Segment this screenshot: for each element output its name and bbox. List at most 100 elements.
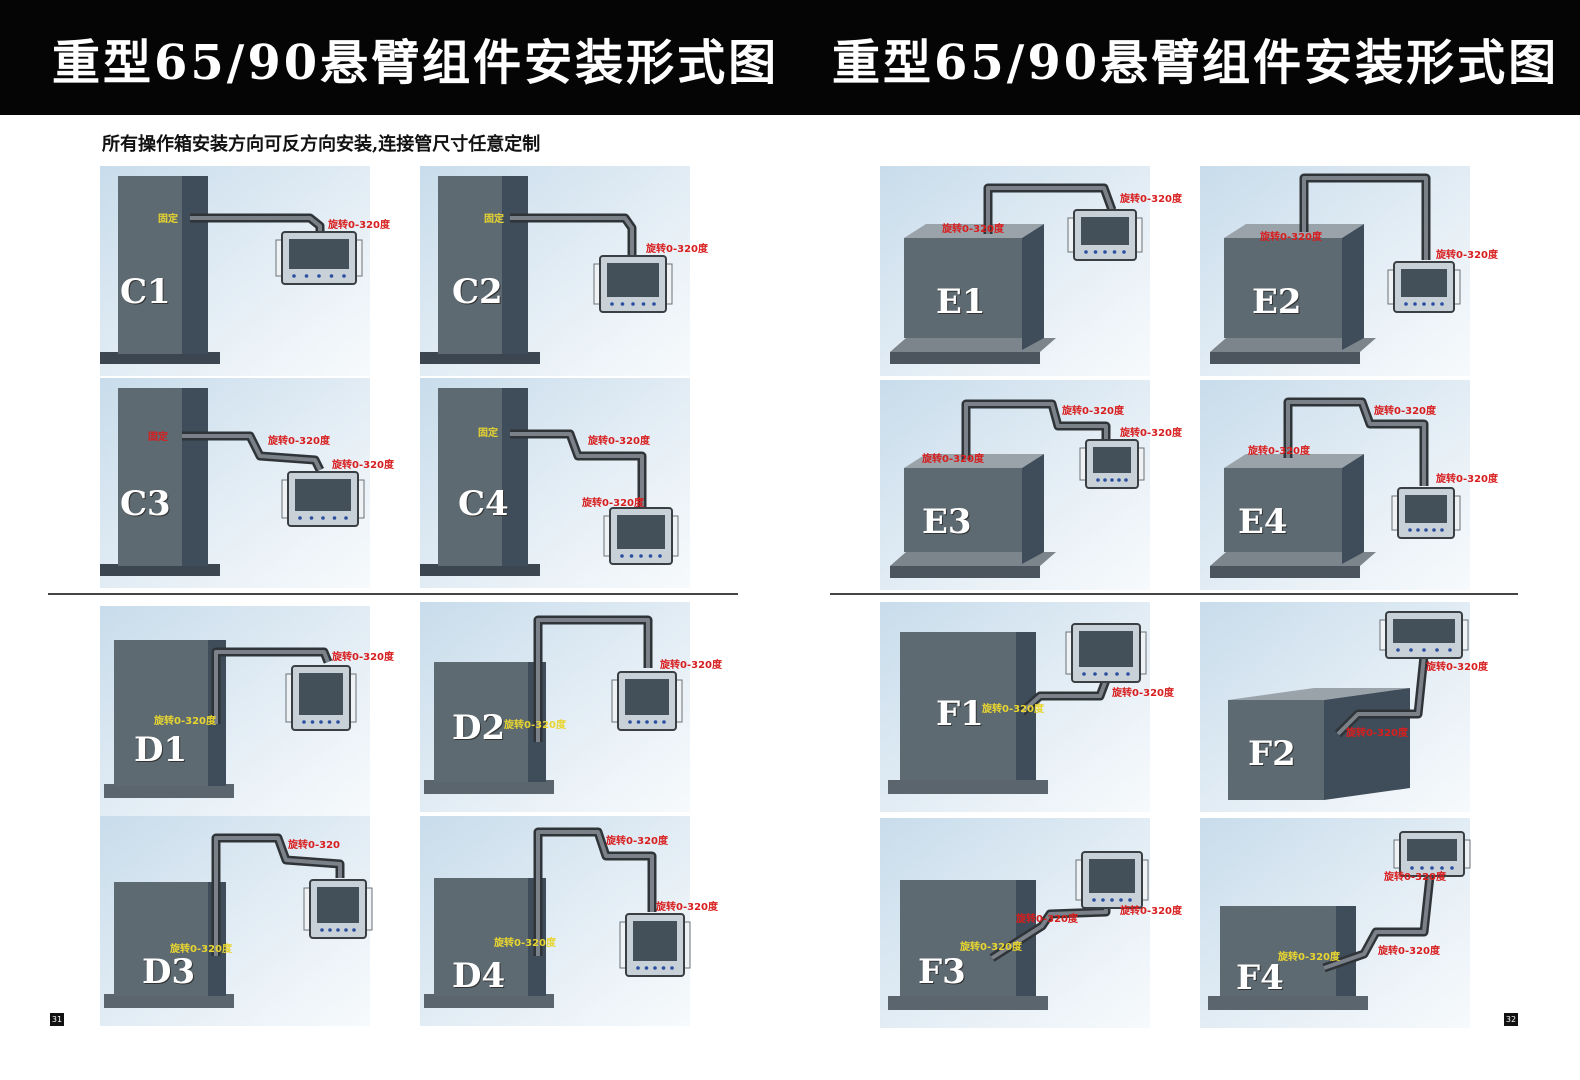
- rotation-tag: 旋转0-320度: [493, 936, 557, 949]
- box-button: [1410, 866, 1414, 870]
- page-title-right: 重型65/90悬臂组件安装形式图: [832, 35, 1560, 91]
- box-button: [670, 966, 674, 970]
- rotation-tag: 旋转0-320度: [587, 434, 651, 447]
- rotation-tag: 旋转0-320度: [327, 218, 391, 231]
- box-screen: [1081, 217, 1129, 245]
- rotation-tag: 固定: [158, 212, 178, 225]
- panel-label: F1: [936, 694, 984, 734]
- rotation-tag: 旋转0-320度: [941, 222, 1005, 235]
- box-button: [1430, 866, 1434, 870]
- box-screen: [1093, 447, 1131, 473]
- cabinet-front: [1224, 468, 1342, 552]
- cabinet-front: [114, 882, 208, 996]
- base-plate: [1210, 552, 1376, 566]
- base-plate: [424, 780, 554, 794]
- box-button: [329, 274, 334, 278]
- arm-pipe-highlight: [1302, 176, 1428, 260]
- rotation-tag: 旋转0-320度: [153, 714, 217, 727]
- box-button: [631, 302, 635, 306]
- box-button: [1084, 250, 1088, 254]
- box-button: [1117, 478, 1121, 482]
- box-button: [610, 302, 614, 306]
- rotation-tag: 旋转0-320度: [1015, 912, 1079, 925]
- rotation-tag: 旋转0-320度: [959, 940, 1023, 953]
- box-button: [310, 720, 315, 724]
- box-button: [1420, 866, 1424, 870]
- box-button: [352, 928, 356, 932]
- box-button: [1422, 648, 1426, 652]
- base-edge: [890, 352, 1040, 364]
- rotation-tag: 旋转0-320度: [1119, 192, 1183, 205]
- base-edge: [1210, 566, 1360, 578]
- box-screen: [299, 673, 343, 715]
- box-button: [1103, 250, 1107, 254]
- rotation-tag: 旋转0-320度: [503, 718, 567, 731]
- operation-box: [303, 879, 373, 939]
- rotation-tag: 旋转0-320度: [1425, 660, 1489, 673]
- arm-pipe-highlight: [510, 432, 644, 508]
- operation-box: [275, 231, 363, 285]
- box-button: [1409, 648, 1413, 652]
- operation-box: [281, 471, 365, 527]
- header-bar: 重型65/90悬臂组件安装形式图 重型65/90悬臂组件安装形式图: [0, 0, 1580, 115]
- rotation-tag: 固定: [478, 426, 498, 439]
- cabinet-top: [904, 224, 1044, 238]
- box-button: [1093, 250, 1098, 254]
- rotation-tag: 旋转0-320度: [1119, 426, 1183, 439]
- box-button: [342, 274, 346, 278]
- rotation-tag: 旋转0-320度: [645, 242, 709, 255]
- panel-label: F3: [918, 952, 966, 992]
- box-button: [1119, 898, 1123, 902]
- rotation-tag: 旋转0-320度: [1373, 404, 1437, 417]
- panel-label: D2: [452, 708, 506, 748]
- rotation-tag: 旋转0-320度: [981, 702, 1045, 715]
- rotation-tag: 旋转0-320度: [921, 452, 985, 465]
- cabinet-front: [434, 878, 528, 996]
- box-button: [1122, 250, 1126, 254]
- box-screen: [289, 239, 349, 269]
- box-button: [644, 966, 649, 970]
- page-number-right: 32: [1504, 1013, 1518, 1026]
- box-screen: [1407, 839, 1457, 861]
- operation-box: [611, 671, 683, 731]
- box-button: [652, 302, 656, 306]
- arm-pipe-highlight: [510, 216, 634, 256]
- operation-box: [285, 665, 357, 731]
- cabinet-top: [1228, 688, 1410, 700]
- wall-pillar-side: [502, 388, 528, 566]
- base-plate: [100, 564, 220, 576]
- box-button: [1404, 302, 1408, 306]
- base-plate: [104, 994, 234, 1008]
- box-button: [1450, 866, 1454, 870]
- panel-label: C4: [458, 484, 509, 524]
- base-plate: [420, 352, 540, 364]
- cabinet-side: [1324, 688, 1410, 800]
- arm-pipe-highlight: [536, 618, 650, 742]
- rotation-tag: 旋转0-320度: [1061, 404, 1125, 417]
- box-button: [1448, 648, 1452, 652]
- box-button: [636, 720, 641, 724]
- wall-pillar-side: [182, 176, 208, 354]
- box-button: [1110, 898, 1114, 902]
- diagram-svg: 固定旋转0-320度旋转0-320度: [100, 378, 395, 588]
- wall-pillar: [118, 388, 182, 566]
- box-button: [1103, 478, 1107, 482]
- install-note: 所有操作箱安装方向可反方向安装,连接管尺寸任意定制: [102, 134, 541, 155]
- base-edge: [1210, 352, 1360, 364]
- box-button: [662, 720, 666, 724]
- base-edge: [890, 566, 1040, 578]
- box-button: [1093, 672, 1097, 676]
